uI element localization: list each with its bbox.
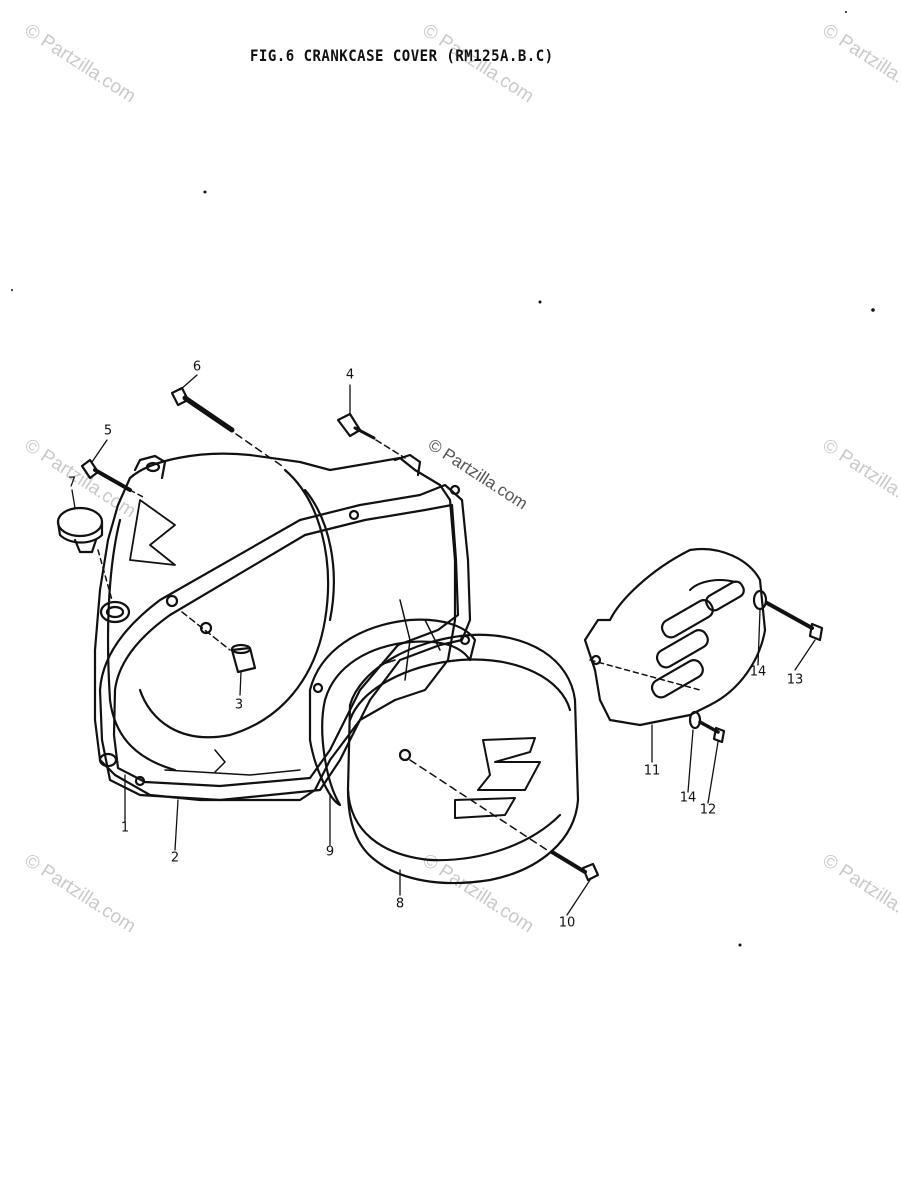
callout-8: 8: [395, 896, 405, 912]
callout-11: 11: [643, 763, 661, 779]
callout-6: 6: [192, 359, 202, 375]
bolt-part-12: [698, 720, 726, 744]
callout-10: 10: [558, 915, 576, 931]
figure-title: FIG.6 CRANKCASE COVER (RM125A.B.C): [250, 47, 554, 66]
washer-part-14-lower: [688, 710, 702, 730]
callout-4: 4: [345, 367, 355, 383]
callout-1: 1: [120, 820, 130, 836]
callout-2: 2: [170, 850, 180, 866]
callout-3: 3: [234, 697, 244, 713]
filler-cap-part-7: [56, 506, 113, 601]
callout-12: 12: [699, 802, 717, 818]
leader-lines: [71, 374, 816, 916]
callout-7: 7: [67, 475, 77, 491]
bolt-part-10: [409, 759, 600, 882]
dowel-pin-part-3: [181, 611, 257, 674]
washer-part-14-upper: [752, 589, 768, 611]
guard-cover-part-11: [583, 547, 767, 727]
bolt-part-13: [765, 601, 824, 642]
bolt-part-5: [80, 458, 146, 499]
callout-5: 5: [103, 423, 113, 439]
callout-13: 13: [786, 672, 804, 688]
callout-9: 9: [325, 844, 335, 860]
gasket-part-2: [98, 483, 472, 802]
scan-specks: [11, 11, 875, 947]
crankcase-cover-part-1: [93, 452, 457, 802]
magneto-cover-part-8: [346, 633, 580, 885]
bolt-part-6: [170, 386, 283, 467]
callout-14-upper: 14: [749, 664, 767, 680]
bolt-part-4: [336, 412, 406, 459]
callout-14-lower: 14: [679, 790, 697, 806]
